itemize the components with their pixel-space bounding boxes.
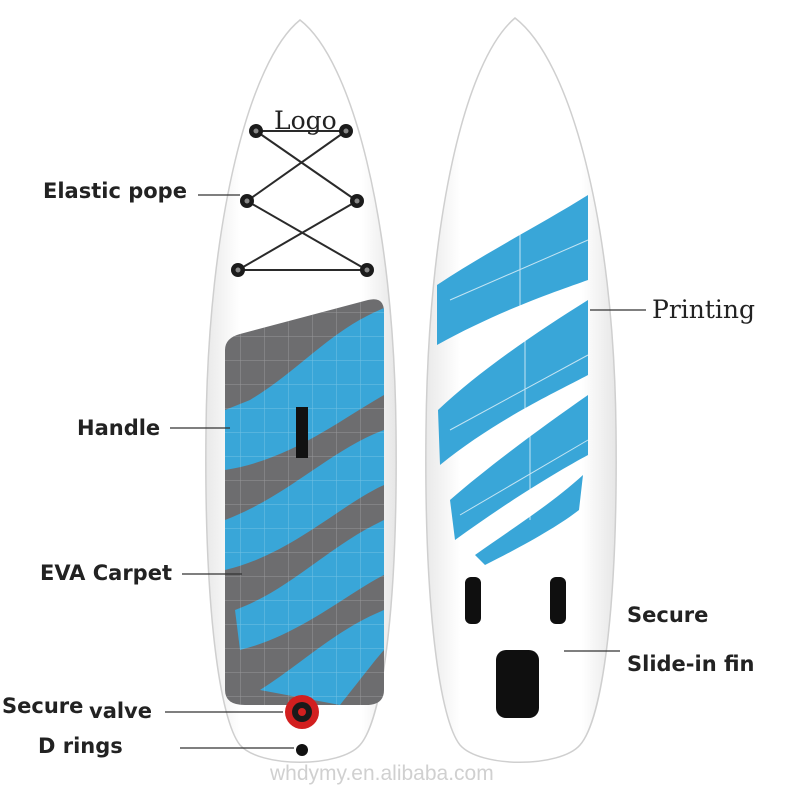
valve xyxy=(285,695,319,729)
fin-boxes xyxy=(465,577,566,718)
handle-label: Handle xyxy=(77,416,161,440)
printing-label: Printing xyxy=(652,295,756,324)
d-ring xyxy=(296,744,308,756)
watermark: whdymy.en.alibaba.com xyxy=(270,762,494,785)
handle xyxy=(296,407,308,458)
eva-carpet xyxy=(225,299,384,705)
d-rings-label: D rings xyxy=(38,734,123,758)
secure-valve-label-a: Secure xyxy=(2,694,84,718)
secure-label: Secure xyxy=(627,603,709,627)
eva-carpet-label: EVA Carpet xyxy=(40,561,172,585)
secure-valve-label-b: valve xyxy=(89,699,152,723)
printing-pattern xyxy=(437,195,588,565)
elastic-rope-label: Elastic pope xyxy=(43,179,187,203)
logo-label: Logo xyxy=(274,106,337,135)
elastic-cord xyxy=(237,130,368,271)
slide-in-fin-label: Slide-in fin xyxy=(627,652,755,676)
